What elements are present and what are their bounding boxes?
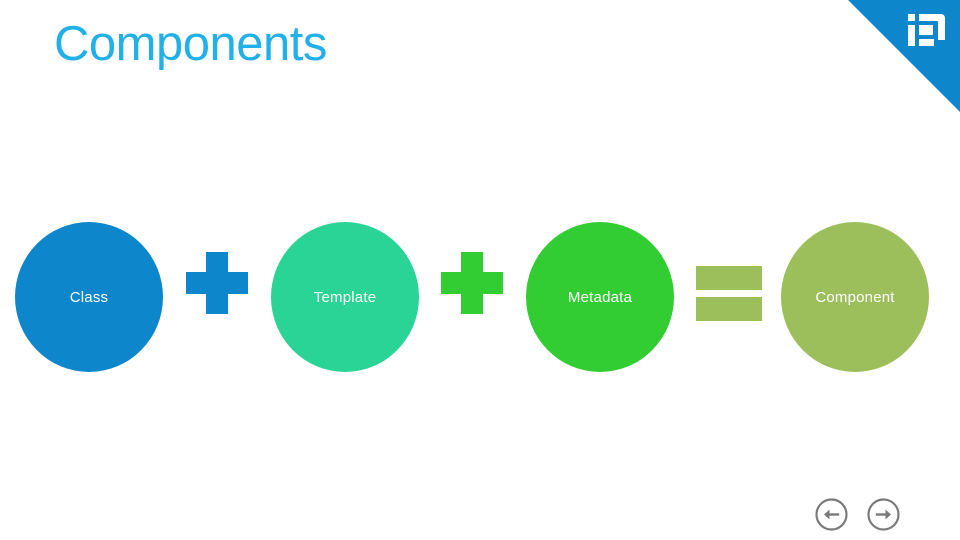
plus-bar-vertical [206,252,228,314]
next-slide-arrow-icon[interactable] [865,496,902,533]
equals-operator [696,266,762,321]
previous-slide-arrow-icon[interactable] [813,496,850,533]
diagram-node-label: Component [815,288,895,306]
page-title: Components [54,17,327,71]
diagram-node-template[interactable]: Template [271,222,419,372]
diagram-node-label: Metadata [567,288,633,306]
components-equation-diagram: Class Template Metadata Component [0,222,960,372]
diagram-node-class[interactable]: Class [15,222,163,372]
plus-bar-vertical [461,252,483,314]
slide-navigation [813,496,902,533]
diagram-node-metadata[interactable]: Metadata [526,222,674,372]
bracket-logo-icon [907,9,947,49]
equals-bar-bottom [696,297,762,321]
plus-operator-1 [186,252,248,314]
plus-operator-2 [441,252,503,314]
equals-bar-top [696,266,762,290]
diagram-node-label: Template [313,288,377,306]
diagram-node-component[interactable]: Component [781,222,929,372]
diagram-node-label: Class [69,288,109,306]
